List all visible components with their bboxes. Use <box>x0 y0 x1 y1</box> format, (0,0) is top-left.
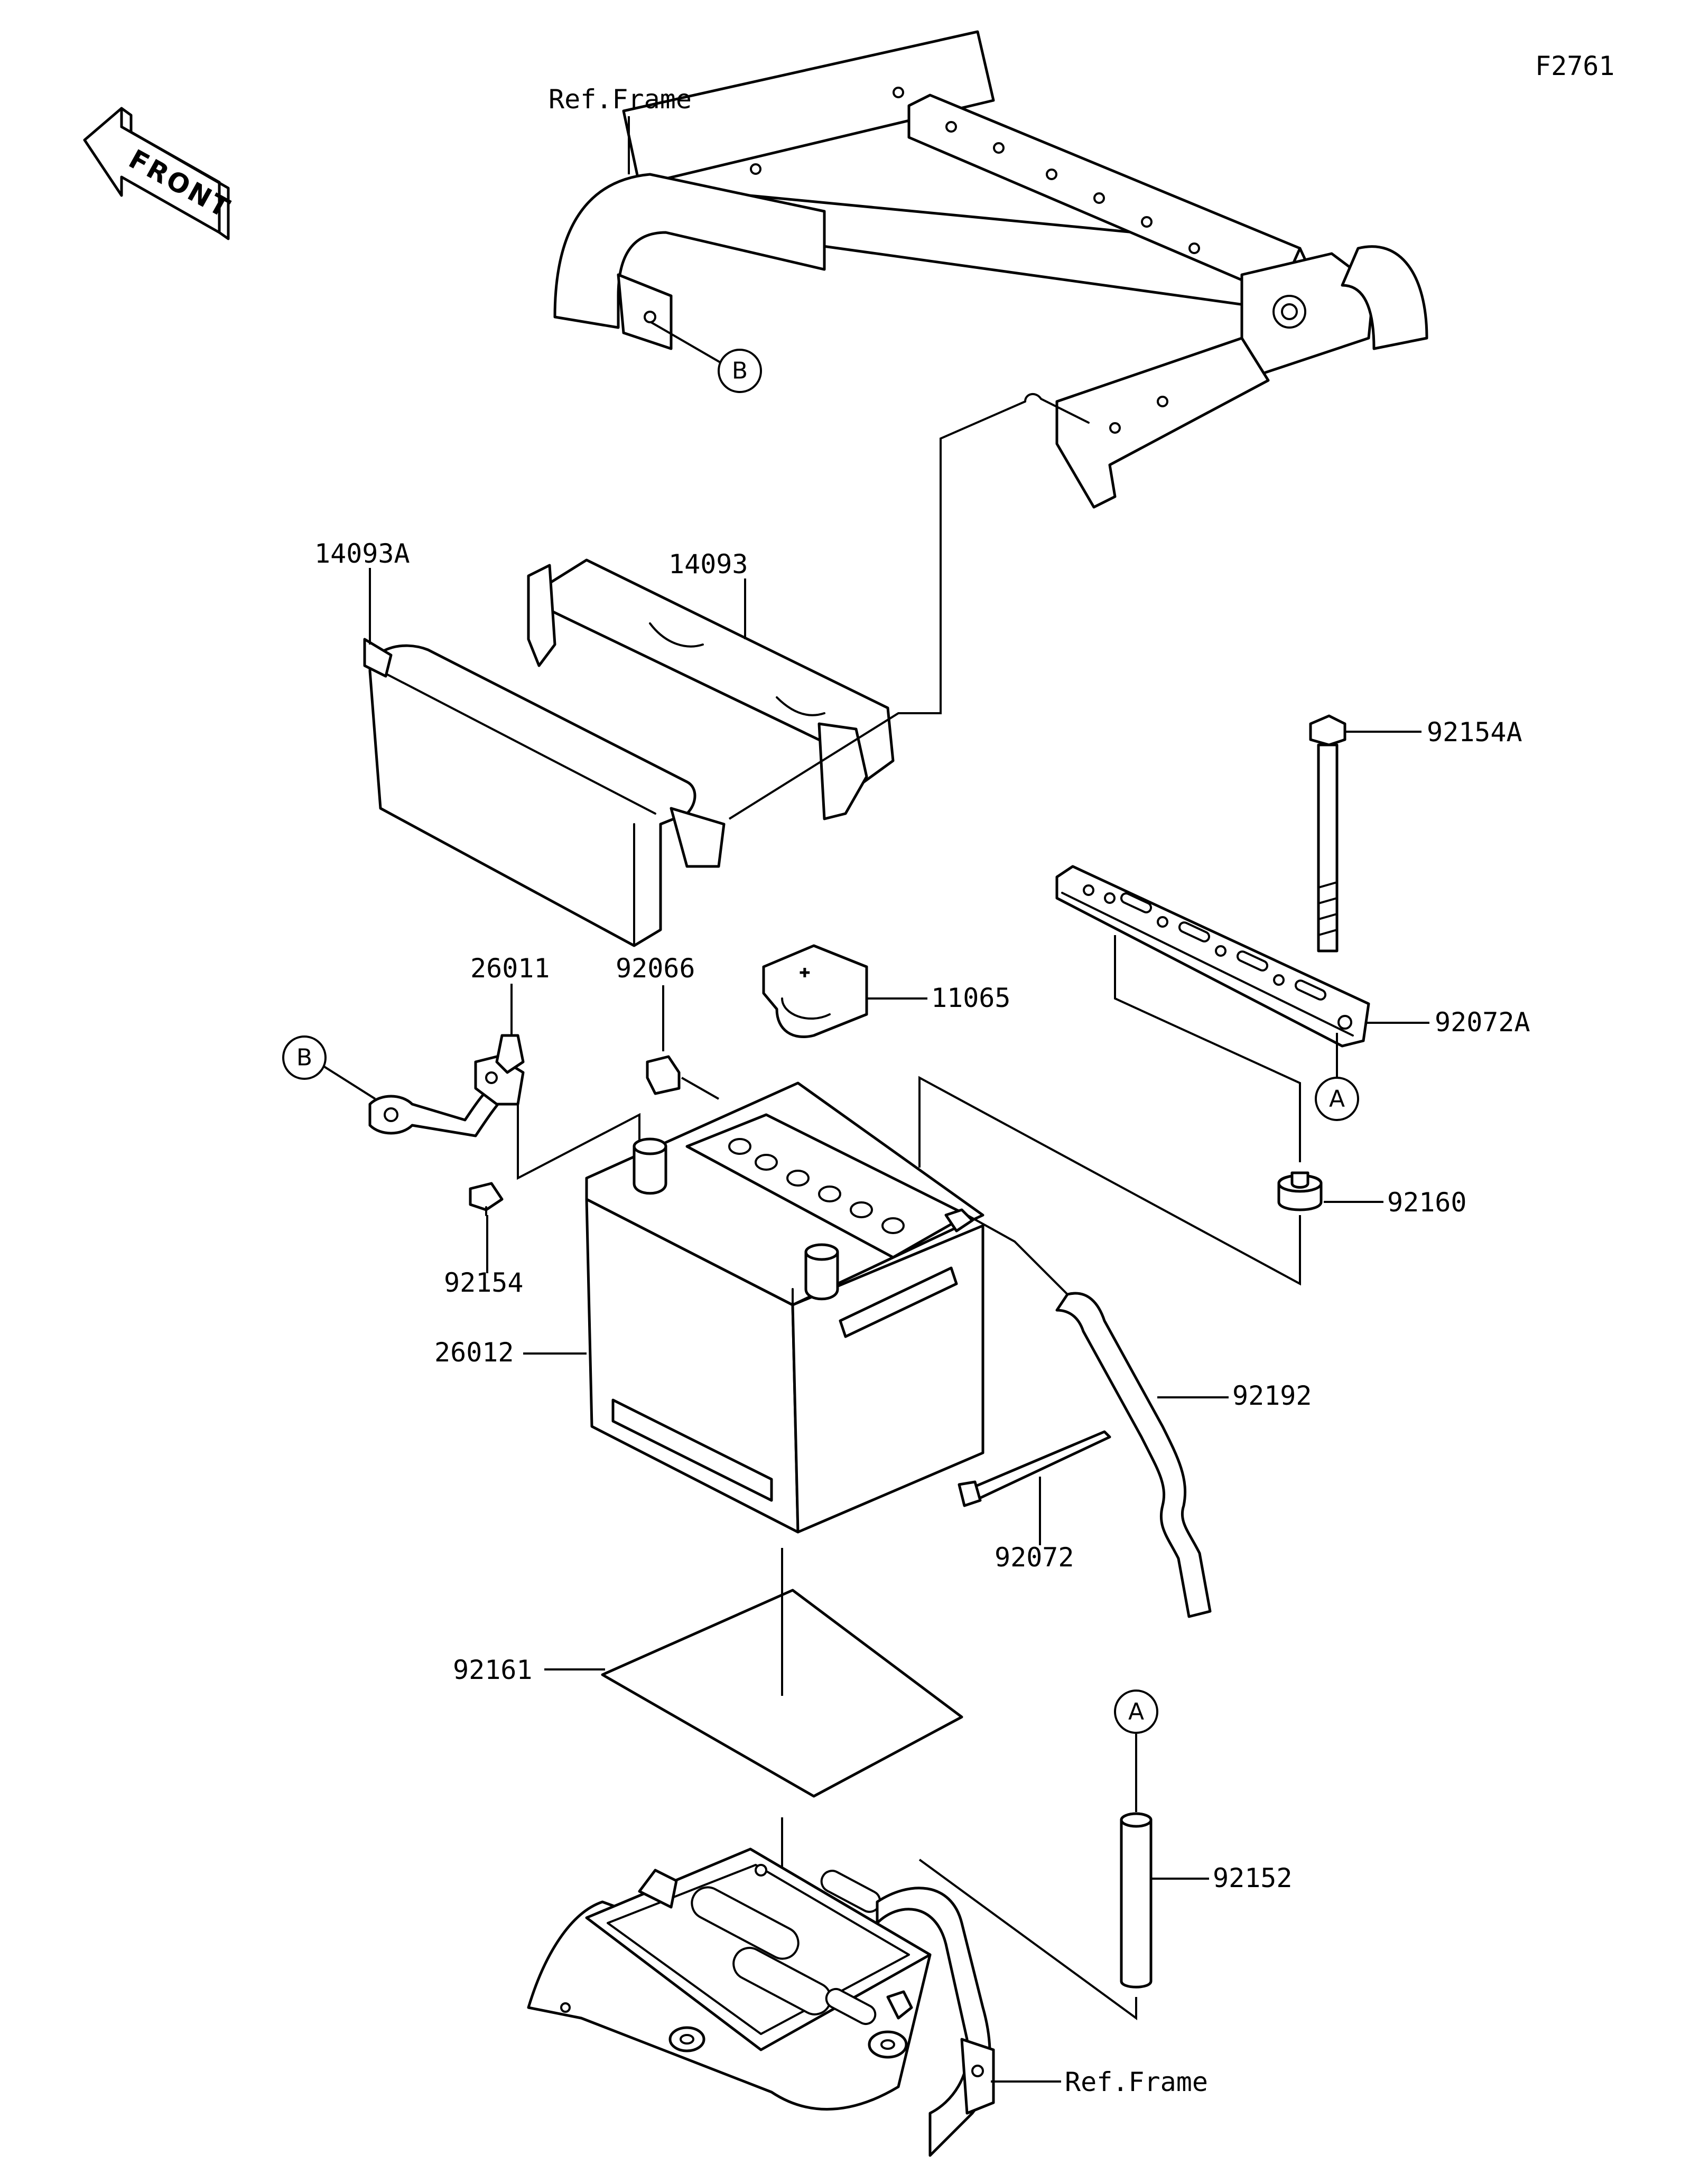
part-92066-label: 92066 <box>616 953 695 984</box>
battery-26012 <box>585 1081 984 1534</box>
part-92192-label: 92192 <box>1232 1380 1312 1411</box>
battery-cover-14093A <box>363 638 726 947</box>
part-14093A-label: 14093A <box>314 538 410 569</box>
callout-a-bottom-text: A <box>1128 1698 1144 1725</box>
hold-down-bracket-92072A <box>1055 865 1370 1048</box>
top-frame <box>553 30 1428 509</box>
part-92154A-label: 92154A <box>1427 717 1522 748</box>
callout-b-left-text: B <box>296 1044 312 1071</box>
terminal-cover-11065: ✚ <box>762 944 868 1039</box>
callout-b-top-text: B <box>732 358 748 385</box>
ref-frame-bottom-label: Ref.Frame <box>1065 2067 1208 2097</box>
part-92072-label: 92072 <box>995 1542 1074 1573</box>
part-11065-label: 11065 <box>931 983 1011 1013</box>
ref-frame-top-label: Ref.Frame <box>549 84 692 115</box>
breather-tube-92192 <box>1055 1292 1212 1618</box>
part-14093-label: 14093 <box>668 549 748 580</box>
bolt-92154A <box>1309 714 1346 953</box>
figure-id: F2761 <box>1535 51 1615 81</box>
part-92072A-label: 92072A <box>1435 1007 1530 1038</box>
battery-tray <box>527 1847 995 2157</box>
callout-b-top <box>718 349 762 393</box>
cap-92066 <box>646 1055 681 1095</box>
callout-a-top-text: A <box>1329 1086 1345 1113</box>
part-26012-label: 26012 <box>434 1337 514 1368</box>
part-92161-label: 92161 <box>453 1655 533 1685</box>
callout-a-bottom <box>1114 1690 1158 1734</box>
plus-icon: ✚ <box>799 960 811 982</box>
battery-cable-26011 <box>368 1034 525 1137</box>
part-26011-label: 26011 <box>470 953 550 984</box>
front-arrow-icon: FRONT <box>83 107 236 240</box>
part-92152-label: 92152 <box>1213 1863 1293 1893</box>
collar-92152 <box>1120 1812 1153 1989</box>
cable-tie-92072 <box>958 1430 1111 1507</box>
part-92154-label: 92154 <box>444 1267 524 1298</box>
part-92160-label: 92160 <box>1387 1187 1467 1218</box>
bolt-92154 <box>469 1182 504 1216</box>
battery-cover-14093 <box>527 558 895 820</box>
callout-b-left <box>282 1035 327 1080</box>
grommet-92160 <box>1277 1171 1323 1211</box>
callout-a-top <box>1315 1077 1359 1121</box>
